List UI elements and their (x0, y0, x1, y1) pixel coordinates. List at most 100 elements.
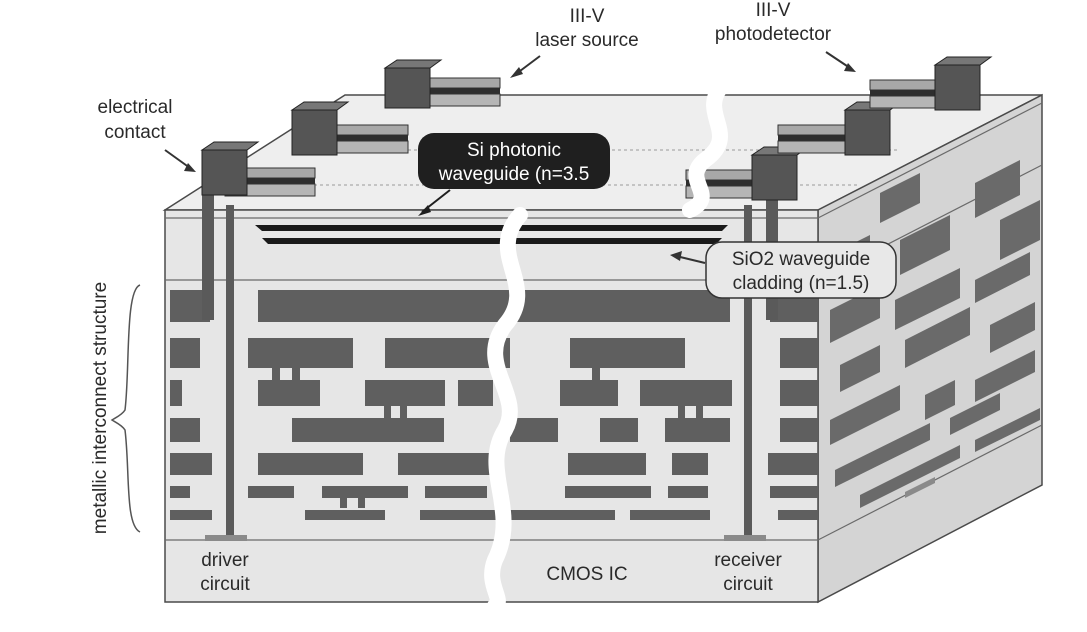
metal-stack-brace (110, 284, 141, 533)
metal-via (272, 368, 280, 380)
laser-device-1 (200, 141, 316, 197)
metal-bar (322, 486, 408, 498)
metal-bar (672, 453, 708, 475)
laser-device-3 (383, 59, 501, 109)
photodetector-arrow (825, 51, 851, 69)
side-metal-bar (860, 445, 960, 508)
metal-via (340, 498, 347, 508)
metal-bar (568, 453, 646, 475)
side-layer-line-1 (817, 102, 1043, 219)
metal-bar (170, 510, 212, 520)
side-metal-bar (1000, 200, 1040, 260)
driver-circuit-label-line1: driver (201, 550, 249, 571)
photodetector-device-3 (869, 56, 993, 111)
receiver-circuit-label-line1: receiver (714, 550, 782, 571)
metal-bar (258, 380, 320, 406)
sio2-cladding-label-line1: SiO2 waveguide (732, 249, 870, 270)
si-waveguide-label-line1: Si photonic (467, 140, 561, 161)
side-metal-interconnects (830, 160, 1040, 508)
metal-via (400, 406, 407, 418)
metal-bar (258, 453, 363, 475)
metal-bar (560, 380, 618, 406)
metal-bar (170, 486, 190, 498)
sio2-cladding-arrow (675, 255, 706, 264)
sio2-cladding-arrowhead (670, 251, 682, 261)
side-metal-bar (975, 160, 1020, 218)
metal-bar (398, 453, 496, 475)
metal-bar (768, 453, 818, 475)
metal-via (358, 498, 365, 508)
metal-bar (770, 486, 818, 498)
side-metal-bar (975, 252, 1030, 303)
laser-source-label-line1: III-V (570, 6, 605, 27)
metal-bar (668, 486, 708, 498)
metal-bar (248, 486, 294, 498)
driver-circuit-pad (205, 535, 247, 541)
side-metal-bar (905, 307, 970, 368)
photodetector-label-line1: III-V (756, 0, 791, 21)
photodetector-label-line2: photodetector (715, 24, 832, 45)
metal-via (292, 368, 300, 380)
electrical-contact-label-line1: electrical (98, 97, 173, 118)
side-circuit-pad (905, 477, 935, 498)
side-metal-bar (830, 285, 880, 343)
side-metal-bar (950, 393, 1000, 435)
metal-bar (780, 338, 818, 368)
metal-bar (305, 510, 385, 520)
metal-via (678, 406, 685, 418)
metal-bar (258, 290, 730, 322)
side-metal-bar (975, 408, 1040, 452)
si-waveguide-callout-box (418, 133, 610, 189)
metal-bar (780, 380, 818, 406)
driver-circuit-label-line2: circuit (200, 574, 250, 595)
metal-bar (425, 486, 487, 498)
sio2-cladding-label-line2: cladding (n=1.5) (733, 273, 870, 294)
cmos-ic-label: CMOS IC (546, 564, 627, 585)
metal-via (384, 406, 391, 418)
side-metal-bar (880, 173, 920, 223)
side-metal-bar (925, 380, 955, 420)
contact-pillar-left-outer (202, 190, 214, 320)
si-waveguides (255, 225, 728, 244)
metal-bar (170, 338, 200, 368)
metal-bar (630, 510, 710, 520)
metal-bar (170, 453, 212, 475)
metal-via (592, 368, 600, 380)
metal-bar (458, 380, 493, 406)
side-metal-bar (975, 350, 1035, 402)
receiver-circuit-label-line2: circuit (723, 574, 773, 595)
metal-stack-label: metallic interconnect structure (90, 282, 111, 534)
side-metal-bar (840, 345, 880, 392)
contact-pillar-receiver (744, 205, 752, 535)
si-waveguide-arrowhead (418, 205, 431, 216)
side-metal-bar (895, 268, 960, 330)
metal-bar (365, 380, 445, 406)
metal-bar (565, 486, 651, 498)
metal-via (696, 406, 703, 418)
sio2-cladding-callout: SiO2 waveguide cladding (n=1.5) (670, 241, 897, 299)
metal-bar (170, 418, 200, 442)
contact-pillar-driver (226, 205, 234, 535)
metal-bar (170, 380, 182, 406)
electrical-contact-arrowhead (184, 163, 196, 172)
iii-v-devices (200, 56, 993, 201)
electrical-contact-arrow (164, 149, 191, 169)
break-cut-line (484, 80, 728, 614)
photodetector-arrowhead (844, 63, 856, 72)
metal-bar (640, 380, 732, 406)
waveguide-2 (262, 238, 722, 244)
waveguide-1 (255, 225, 728, 231)
laser-source-label-line2: laser source (535, 30, 639, 51)
metal-bar (778, 510, 818, 520)
receiver-circuit-pad (724, 535, 766, 541)
side-metal-bar (830, 385, 900, 445)
electrical-contact-label-line2: contact (104, 122, 166, 143)
metal-bar (600, 418, 638, 442)
cmos-block (162, 93, 1043, 604)
metal-bar (420, 510, 615, 520)
laser-source-arrowhead (510, 67, 523, 78)
side-metal-bar (835, 423, 930, 487)
metal-bar (665, 418, 730, 442)
si-waveguide-callout: Si photonic waveguide (n=3.5 (418, 133, 610, 216)
